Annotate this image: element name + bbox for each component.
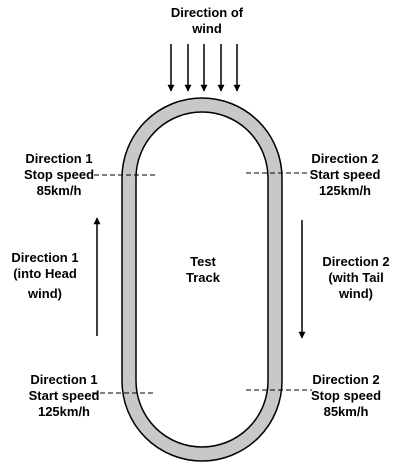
track-inner — [135, 111, 269, 448]
wind-arrows — [167, 44, 241, 92]
track-label-line2: Track — [186, 270, 221, 285]
right-top-line1: Direction 2 — [311, 151, 378, 166]
left-top-line2: Stop speed — [24, 167, 94, 182]
left-bottom-line3: 125km/h — [38, 404, 90, 419]
right-bottom-line1: Direction 2 — [312, 372, 379, 387]
left-mid-line3: wind) — [27, 286, 62, 301]
right-top-line3: 125km/h — [319, 183, 371, 198]
left-bottom-line2: Start speed — [29, 388, 100, 403]
left-mid-line2: (into Head — [13, 266, 77, 281]
right-bottom-line3: 85km/h — [324, 404, 369, 419]
wind-label-line1: Direction of — [171, 5, 244, 20]
right-mid-line3: wind) — [338, 286, 373, 301]
wind-label-line2: wind — [191, 21, 222, 36]
left-mid-line1: Direction 1 — [11, 250, 78, 265]
left-bottom-line1: Direction 1 — [30, 372, 97, 387]
right-mid-line1: Direction 2 — [322, 254, 389, 269]
right-top-line2: Start speed — [310, 167, 381, 182]
track-label-line1: Test — [190, 254, 216, 269]
left-top-line1: Direction 1 — [25, 151, 92, 166]
right-mid-line2: (with Tail — [328, 270, 383, 285]
left-top-line3: 85km/h — [37, 183, 82, 198]
test-track — [121, 97, 283, 462]
right-bottom-line2: Stop speed — [311, 388, 381, 403]
